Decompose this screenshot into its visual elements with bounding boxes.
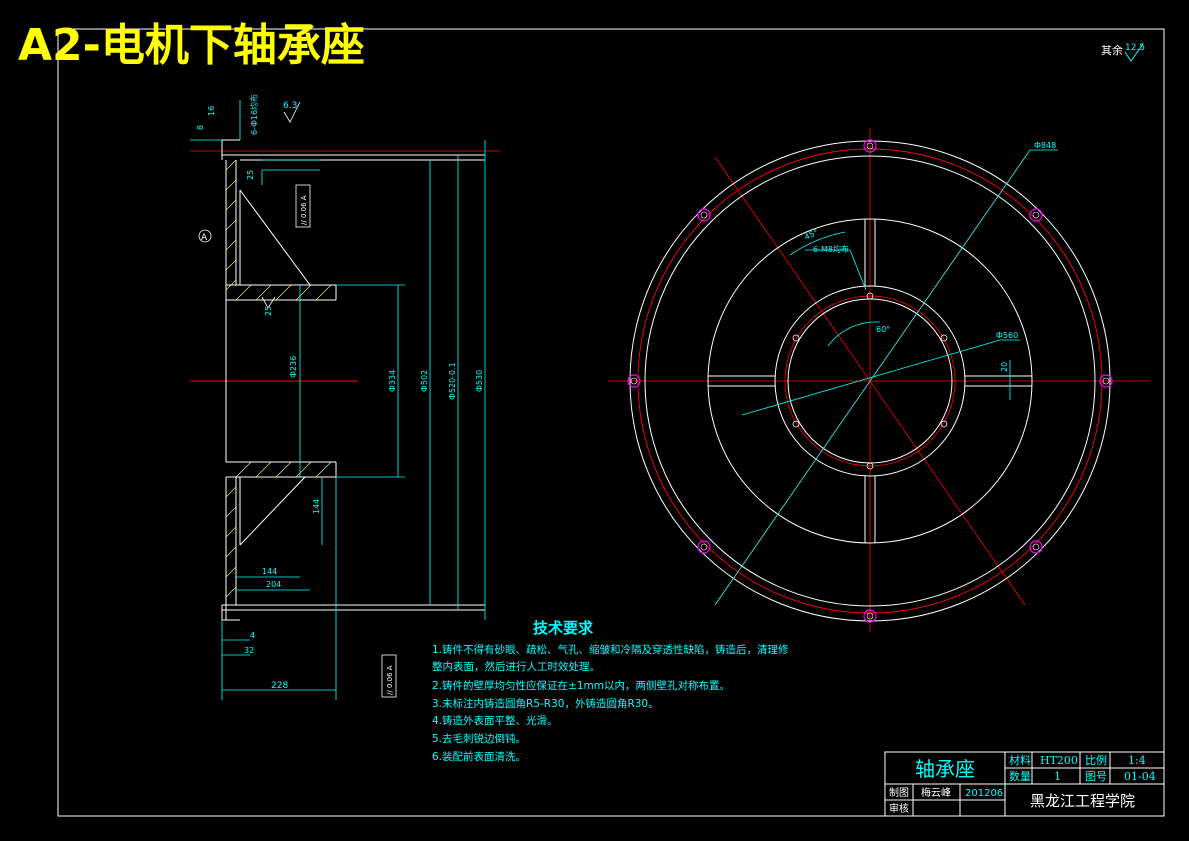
drawn-date: 201206 <box>965 788 1003 799</box>
outer-flange-circle <box>629 140 1111 622</box>
rough-lower: 25 <box>264 306 273 316</box>
outer-bolt-hole-inner <box>630 142 1110 620</box>
bolt-hole-icon <box>697 540 711 554</box>
qty-value: 1 <box>1054 770 1061 783</box>
drawing-border <box>57 28 1165 817</box>
dim-d530: Ф530 <box>475 370 484 392</box>
bolt-hole-icon <box>863 609 877 623</box>
school-name: 黑龙江工程学院 <box>1030 792 1135 810</box>
dim-holes-left: 6-Ф16均布 <box>249 94 259 135</box>
tol-frame-2-box <box>381 654 397 698</box>
tech-req-heading: 技术要求 <box>533 619 594 637</box>
wall-circle <box>707 218 1033 544</box>
tol-frame-2: // 0.06 A <box>386 665 394 695</box>
drawn-label: 制图 <box>889 786 909 799</box>
dim-d502: Ф502 <box>420 370 429 392</box>
tech-req-item: 5.去毛刺锐边倒钝。 <box>432 732 526 745</box>
roughness-note: 其余 12.5 <box>1101 43 1145 62</box>
plan-dim-lines <box>714 149 1058 606</box>
roughness-note-label: 其余 <box>1101 43 1123 57</box>
tech-req-item: 2.铸件的壁厚均匀性应保证在±1mm以内，两侧壁孔对称布置。 <box>432 679 730 692</box>
dim-d560: Ф560 <box>996 331 1018 340</box>
section-view: 16 8 6-Ф16均布 6.3 25 25 A // 0.06 A // 0.… <box>190 94 500 700</box>
tol-frame-1-box <box>295 184 311 228</box>
dim-d334: Ф334 <box>388 370 397 392</box>
dim-top-left: 8 <box>196 125 205 130</box>
hub-outer-circle <box>774 285 966 477</box>
section-hatching <box>225 159 332 598</box>
bolt-hole-icon <box>627 374 641 388</box>
plan-centerlines <box>608 128 1150 632</box>
section-outline <box>221 139 485 621</box>
title-block: 轴承座 材料 HT200 比例 1:4 数量 1 图号 01-04 制图 梅云峰… <box>884 751 1165 817</box>
material-value: HT200 <box>1040 754 1078 767</box>
dim-top-small: 16 <box>207 106 216 116</box>
tech-req-item: 3.未标注内铸造圆角R5-R30，外铸造圆角R30。 <box>432 697 659 710</box>
checked-label: 审核 <box>889 802 909 815</box>
dim-4: 4 <box>250 631 255 640</box>
bolt-circle-inner <box>784 295 956 467</box>
part-name: 轴承座 <box>915 757 975 781</box>
qty-label: 数量 <box>1009 770 1031 783</box>
dim-32: 32 <box>244 646 254 655</box>
dim-d848: Ф848 <box>1034 141 1056 150</box>
drawing-no-label: 图号 <box>1085 770 1107 783</box>
rough-lower-symbol-icon <box>261 296 276 309</box>
rough-top: 6.3 <box>283 101 297 111</box>
inner-m8-holes <box>792 292 948 470</box>
dim-d520: Ф520-0.1 <box>448 362 457 400</box>
bolt-hole-icon <box>863 139 877 153</box>
outer-bolt-holes <box>627 139 1113 623</box>
rough-top-symbol-icon <box>283 101 301 123</box>
tech-req-item: 整内表面，然后进行人工时效处理。 <box>432 660 600 673</box>
tech-req-item: 1.铸件不得有砂眼、疏松、气孔、缩皱和冷隔及穿透性缺陷，铸造后，清理修 <box>432 643 789 656</box>
roughness-note-value: 12.5 <box>1125 43 1145 53</box>
datum-a-icon <box>198 229 212 243</box>
tech-req-item: 4.铸造外表面平整、光滑。 <box>432 714 558 727</box>
scale-value: 1:4 <box>1128 754 1146 767</box>
plan-ribs <box>708 219 1032 543</box>
dim-228: 228 <box>271 681 288 691</box>
tech-req-item: 6.装配前表面清洗。 <box>432 750 526 763</box>
flange-inner-circle <box>644 155 1096 607</box>
bolt-hole-icon <box>1099 374 1113 388</box>
plan-view: Ф848 45° 6-M8均布 60° Ф560 20 <box>608 128 1150 632</box>
drawing-no-value: 01-04 <box>1124 770 1156 783</box>
bolt-hole-icon <box>697 208 711 222</box>
bolt-hole-icon <box>1029 208 1043 222</box>
dim-204: 204 <box>266 580 281 589</box>
dim-144-horizontal: 144 <box>262 567 277 576</box>
dim-45deg: 45° <box>803 228 820 242</box>
dim-m8-holes: 6-M8均布 <box>813 244 849 254</box>
tol-frame-1: // 0.06 A <box>300 195 308 225</box>
roughness-symbol-icon <box>1124 43 1144 62</box>
dim-d236: Ф236 <box>289 356 298 378</box>
scale-label: 比例 <box>1085 753 1107 767</box>
dim-144-vertical: 144 <box>312 499 321 514</box>
rough-mid: 25 <box>246 170 255 180</box>
dim-60deg: 60° <box>876 325 890 334</box>
drawn-name: 梅云峰 <box>921 786 951 799</box>
material-label: 材料 <box>1009 753 1031 767</box>
technical-requirements: 技术要求 1.铸件不得有砂眼、疏松、气孔、缩皱和冷隔及穿透性缺陷，铸造后，清理修… <box>432 619 789 763</box>
section-dim-lines <box>190 100 486 700</box>
datum-a-label: A <box>201 233 208 243</box>
bolt-hole-icon <box>1029 540 1043 554</box>
drawing-title: A2-电机下轴承座 <box>18 20 365 71</box>
dim-20: 20 <box>1000 362 1009 372</box>
